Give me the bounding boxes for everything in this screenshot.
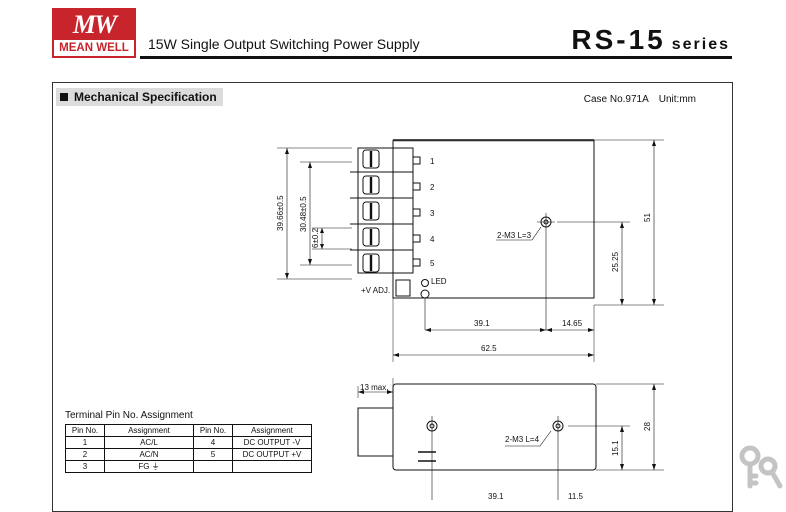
dim-length: 62.5 bbox=[481, 344, 497, 353]
dim-hole-y: 25.25 bbox=[611, 251, 620, 272]
table-row: 2 AC/N 5 DC OUTPUT +V bbox=[65, 448, 312, 461]
section-title: Mechanical Specification bbox=[74, 90, 217, 104]
top-view-outline bbox=[392, 140, 595, 299]
dim-hole-x2: 14.65 bbox=[562, 319, 583, 328]
section-heading: Mechanical Specification bbox=[56, 88, 223, 106]
table-cell: 5 bbox=[193, 448, 233, 461]
dim-overall-pitch: 39.66±0.5 bbox=[276, 195, 285, 231]
vadj-label: +V ADJ. bbox=[361, 286, 390, 295]
terminal-separators bbox=[350, 171, 413, 251]
table-cell: AC/L bbox=[104, 436, 194, 449]
dim-hole-x: 39.1 bbox=[474, 319, 490, 328]
header-rule bbox=[140, 56, 732, 59]
table-cell bbox=[232, 460, 312, 473]
led-indicator bbox=[421, 279, 429, 287]
pin-number-1: 1 bbox=[430, 157, 435, 166]
dimension-arrows bbox=[285, 140, 656, 470]
mechanical-drawing: 1 2 3 4 5 LED +V ADJ. 39.66±0.5 30.48±0.… bbox=[276, 139, 664, 500]
dim-hole-z: 15.1 bbox=[611, 440, 620, 456]
series-suffix: series bbox=[671, 36, 730, 53]
pin-number-3: 3 bbox=[430, 209, 435, 218]
model-name: RS-15 bbox=[571, 24, 666, 55]
case-info: Case No.971A Unit:mm bbox=[584, 94, 696, 105]
pin-table-title: Terminal Pin No. Assignment bbox=[65, 410, 193, 421]
table-cell: FG ⏚ bbox=[104, 460, 194, 473]
table-cell: 3 bbox=[65, 460, 105, 473]
pin-number-5: 5 bbox=[430, 259, 435, 268]
led-label: LED bbox=[431, 277, 447, 286]
table-cell: DC OUTPUT +V bbox=[232, 448, 312, 461]
mean-well-logo: MW MEAN WELL bbox=[52, 8, 136, 58]
table-cell: DC OUTPUT -V bbox=[232, 436, 312, 449]
case-number: Case No.971A bbox=[583, 94, 649, 105]
table-cell: AC/N bbox=[104, 448, 194, 461]
table-cell bbox=[193, 460, 233, 473]
dim-side-height: 28 bbox=[643, 422, 652, 431]
dim-pin-pitch: 6±0.2 bbox=[311, 227, 320, 248]
table-header: Pin No. bbox=[193, 424, 233, 437]
keys-icon bbox=[739, 445, 783, 489]
dim-overhang: 13 max. bbox=[360, 383, 388, 392]
pin-number-2: 2 bbox=[430, 183, 435, 192]
table-row: 3 FG ⏚ bbox=[65, 460, 312, 473]
vadj-potentiometer bbox=[395, 279, 411, 297]
side-terminal-profile bbox=[357, 407, 394, 457]
logo-mark: MW bbox=[54, 10, 134, 40]
table-header: Pin No. bbox=[65, 424, 105, 437]
side-view-body bbox=[392, 383, 597, 471]
dim-height: 51 bbox=[643, 213, 652, 222]
side-hole-label: 2-M3 L=4 bbox=[505, 435, 540, 444]
top-hole-label: 2-M3 L=3 bbox=[497, 231, 532, 240]
terminal-screws bbox=[362, 149, 380, 273]
table-row: 1 AC/L 4 DC OUTPUT -V bbox=[65, 436, 312, 449]
logo-text: MEAN WELL bbox=[59, 42, 129, 54]
dim-side-hole-x: 39.1 bbox=[488, 492, 504, 500]
table-header: Assignment bbox=[232, 424, 312, 437]
table-cell: 1 bbox=[65, 436, 105, 449]
pin-assignment-table: Pin No. Assignment Pin No. Assignment 1 … bbox=[65, 424, 312, 473]
document-subtitle: 15W Single Output Switching Power Supply bbox=[148, 36, 420, 52]
series-title: RS-15 series bbox=[571, 24, 730, 56]
table-cell: 2 bbox=[65, 448, 105, 461]
unit-label: Unit:mm bbox=[658, 94, 696, 105]
bullet-square-icon bbox=[60, 93, 68, 101]
dim-inner-pitch: 30.48±0.5 bbox=[299, 196, 308, 232]
table-header-row: Pin No. Assignment Pin No. Assignment bbox=[65, 424, 312, 437]
pin-squares bbox=[412, 156, 421, 267]
table-cell: 4 bbox=[193, 436, 233, 449]
terminal-block bbox=[357, 147, 414, 274]
pin-number-4: 4 bbox=[430, 235, 435, 244]
dim-side-hole-x2: 11.5 bbox=[568, 492, 584, 500]
table-header: Assignment bbox=[104, 424, 194, 437]
